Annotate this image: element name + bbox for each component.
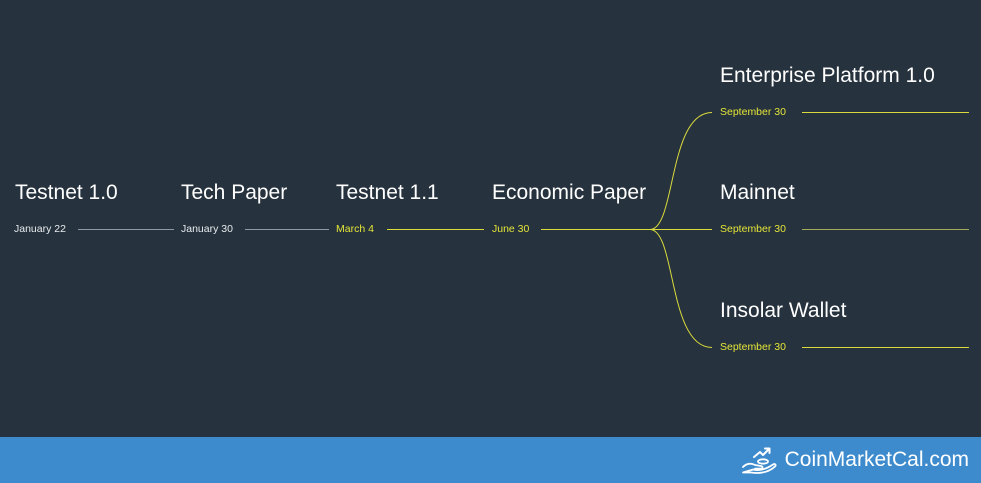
branch-curve-bottom: [649, 229, 713, 348]
milestone-date-testnet-1-1: March 4: [336, 223, 374, 235]
milestone-date-insolar-wallet: September 30: [720, 341, 786, 353]
milestone-title-enterprise-platform: Enterprise Platform 1.0: [720, 64, 935, 87]
roadmap-canvas: Testnet 1.0 January 22 Tech Paper Januar…: [14, 64, 969, 353]
brand-name: CoinMarketCal.com: [784, 448, 969, 471]
milestone-date-tech-paper: January 30: [181, 223, 233, 235]
milestone-title-insolar-wallet: Insolar Wallet: [720, 299, 847, 322]
milestone-title-economic-paper: Economic Paper: [492, 181, 647, 204]
roadmap-connectors: [78, 112, 969, 348]
milestone-date-economic-paper: June 30: [492, 223, 530, 235]
milestone-title-tech-paper: Tech Paper: [181, 181, 288, 204]
milestone-title-mainnet: Mainnet: [720, 181, 795, 204]
milestone-date-enterprise-platform: September 30: [720, 106, 786, 118]
milestone-date-testnet-1-0: January 22: [14, 223, 66, 235]
branch-curve-top: [649, 112, 713, 230]
milestone-date-mainnet: September 30: [720, 223, 786, 235]
brand-link[interactable]: CoinMarketCal.com: [741, 443, 969, 477]
coin-hand-chart-icon: [741, 447, 777, 474]
milestone-title-testnet-1-1: Testnet 1.1: [336, 181, 439, 204]
milestone-title-testnet-1-0: Testnet 1.0: [15, 181, 118, 204]
footer-bar: CoinMarketCal.com: [0, 437, 981, 483]
